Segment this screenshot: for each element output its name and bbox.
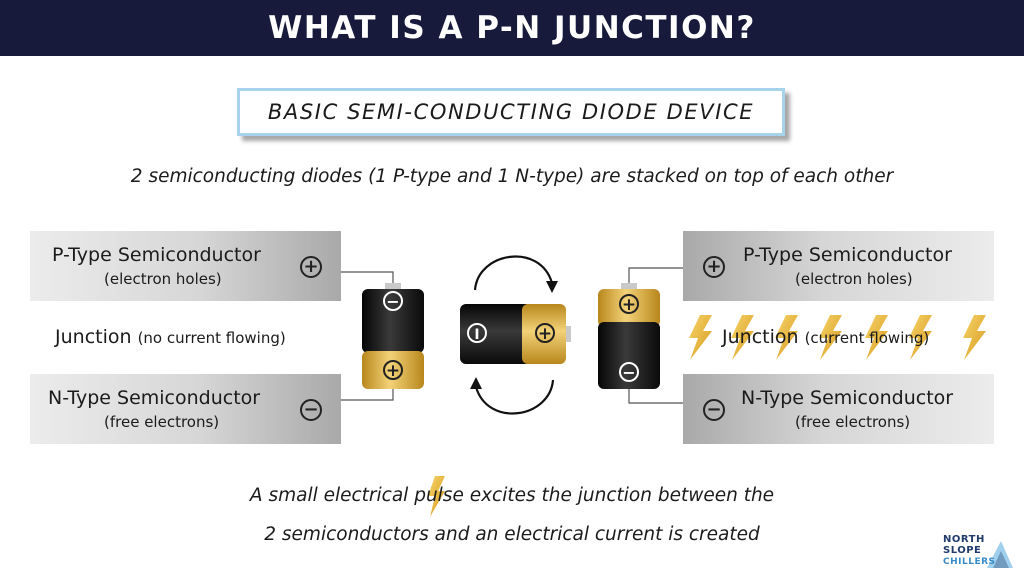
logo-line2: SLOPE: [943, 545, 982, 556]
panel-title: N-Type Semiconductor: [48, 387, 261, 409]
panel-title: N-Type Semiconductor: [741, 387, 954, 409]
left-battery: [362, 283, 424, 389]
junction-label: Junction: [722, 326, 799, 348]
minus-icon: −: [703, 399, 725, 421]
lightning-icon: [428, 476, 445, 517]
minus-icon: −: [622, 363, 635, 382]
bottom-text-line2: 2 semiconductors and an electrical curre…: [264, 524, 760, 545]
plus-icon: +: [386, 361, 400, 381]
panel-subtitle: (electron holes): [104, 270, 222, 288]
rotation-arrow-icon: [473, 255, 555, 415]
lightning-icon: [963, 315, 986, 360]
minus-icon: −: [386, 292, 399, 311]
minus-icon: −: [300, 399, 322, 421]
lightning-icon: [909, 315, 932, 360]
lightning-icon: [819, 315, 842, 360]
subtitle-box: BASIC SEMI-CONDUCTING DIODE DEVICE: [237, 88, 785, 136]
left-n-type-panel: N-Type Semiconductor (free electrons) −: [30, 374, 341, 444]
arrowhead-icon: [470, 377, 482, 389]
panel-subtitle: (electron holes): [795, 270, 913, 288]
subtitle-text: BASIC SEMI-CONDUCTING DIODE DEVICE: [267, 100, 755, 124]
middle-battery: [460, 304, 571, 364]
header-bar: WHAT IS A P-N JUNCTION?: [0, 0, 1024, 56]
plus-icon: +: [300, 256, 322, 278]
left-junction-label: Junction (no current flowing): [55, 326, 286, 348]
right-junction-label: Junction (current flowing): [722, 326, 929, 348]
lightning-icon: [689, 315, 712, 360]
lightning-icon: [775, 315, 798, 360]
right-n-type-panel: − N-Type Semiconductor (free electrons): [683, 374, 994, 444]
panel-subtitle: (free electrons): [795, 413, 911, 431]
lightning-icon: [731, 315, 754, 360]
right-battery: [598, 283, 660, 389]
page-title: WHAT IS A P-N JUNCTION?: [268, 10, 756, 46]
minus-icon: I: [474, 327, 479, 343]
panel-title: P-Type Semiconductor: [743, 244, 952, 266]
description-text: 2 semiconducting diodes (1 P-type and 1 …: [130, 166, 894, 187]
panel-subtitle: (free electrons): [104, 413, 220, 431]
junction-note: (current flowing): [804, 329, 930, 347]
plus-icon: +: [703, 256, 725, 278]
panel-title: P-Type Semiconductor: [52, 244, 261, 266]
lightning-icon: [865, 315, 888, 360]
north-slope-chillers-logo: NORTH SLOPE CHILLERS: [943, 535, 1013, 571]
plus-icon: +: [622, 295, 636, 315]
logo-line3: CHILLERS: [943, 557, 996, 567]
right-p-type-panel: + P-Type Semiconductor (electron holes): [683, 231, 994, 301]
plus-icon: +: [538, 324, 552, 344]
logo-line1: NORTH: [943, 534, 985, 545]
left-p-type-panel: P-Type Semiconductor (electron holes) +: [30, 231, 341, 301]
junction-label: Junction: [55, 326, 132, 348]
arrowhead-icon: [546, 281, 558, 293]
bottom-text-line1: A small electrical pulse excites the jun…: [249, 485, 775, 506]
junction-note: (no current flowing): [137, 329, 286, 347]
